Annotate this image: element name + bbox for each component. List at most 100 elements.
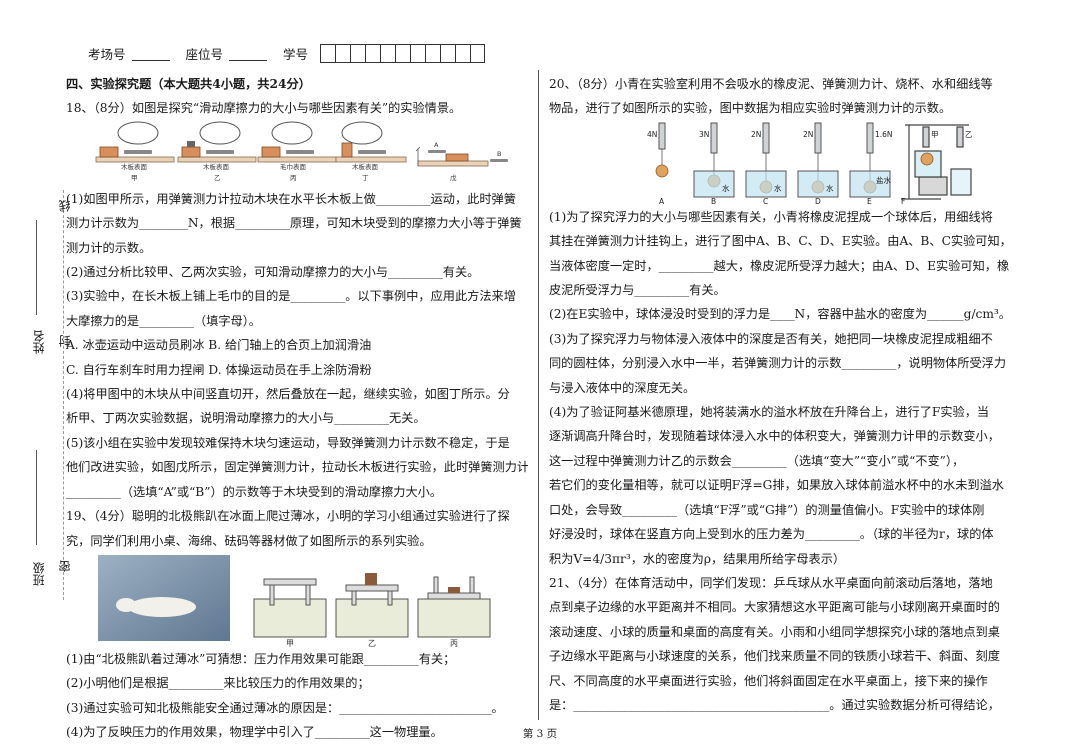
fig18-label-3: 木板表面 (203, 162, 230, 171)
q20-figure: 4N 3N 2N 2N 1.6N 水 水 水 盐水 A B C D E F 甲 (549, 121, 1011, 206)
student-info-header: 考场号 座位号 学号 (88, 44, 486, 63)
fig20-label-C: C (763, 197, 768, 205)
pressure-experiment-diagram: 甲 乙 丙 (98, 554, 491, 648)
fig20-label-D: D (815, 197, 821, 205)
fig18-label-5: 毛巾表面 (280, 162, 307, 171)
q21-line-6: 是：______________________________________… (549, 697, 1000, 712)
fig20-label-A: A (659, 197, 665, 205)
q19-line-2: 究，同学们利用小桌、海绵、砝码等器材做了如图所示的系列实验。 (66, 533, 432, 548)
q20-line-1: 20、（8分）小青在实验室利用不会吸水的橡皮泥、弹簧测力计、烧杯、水和细线等 (549, 77, 993, 91)
q20-question-3: 当液体密度一定时，_________越大，橡皮泥所受浮力越大；由A、D、E实验可… (549, 258, 1010, 273)
q20-question-11: 这一过程中弹簧测力计乙的示数会_________（选填“变大”“变小”或“不变”… (549, 453, 965, 468)
q21-line-5: 尺、不同高度的水平桌面进行实验，他们将斜面固定在水平桌面上，接下来的操作 (549, 673, 988, 688)
seat-blank[interactable] (229, 46, 268, 61)
q18-line-4: (2)通过分析比较甲、乙两次实验，可知滑动摩擦力的大小与_________有关。 (66, 265, 480, 280)
q18-line-12: 他们改进实验，如图戊所示，固定弹簧测力计，拉动长木板进行实验，此时弹簧测力计 (66, 460, 528, 475)
fig19-label-3: 丙 (450, 639, 458, 647)
q18-line-13: _________（选填“A”或“B”）的示数等于木块受到的滑动摩擦力大小。 (66, 484, 443, 499)
q19-line-1: 19、（4分）聪明的北极熊趴在冰面上爬过薄冰，小明的学习小组通过实验进行了探 (66, 509, 510, 524)
q20-question-12: 若它们的变化量相等，就可以证明F浮=G排，如果放入球体前溢水杯中的水未到溢水 (549, 478, 1004, 493)
seat-label: 座位号 (185, 47, 224, 62)
right-column: 20、（8分）小青在实验室利用不会吸水的橡皮泥、弹簧测力计、烧杯、水和细线等 物… (549, 72, 1011, 717)
q19-question-3: (3)通过实验可知北极熊能安全通过薄冰的原因是：________________… (66, 700, 504, 715)
fig18-label-9: 戊 (450, 173, 457, 182)
overflow-cup-apparatus (901, 124, 972, 200)
q21-line-3: 滚动速度、小球的质量和桌面的高度有关。小雨和小组同学想探究小球的落地点到桌 (549, 624, 1000, 639)
exam-room-label: 考场号 (88, 47, 126, 62)
polar-bear-icon (128, 596, 196, 617)
q18-line-6: 大摩擦力的是_________（填字母）。 (66, 313, 261, 328)
fig20-label-B: B (711, 197, 716, 205)
q19-figure: 甲 乙 丙 (66, 553, 528, 648)
fig20-label-E: E (867, 197, 872, 205)
fig20-label-yi: 乙 (965, 130, 973, 139)
weight-icon (448, 586, 460, 593)
fig20-label-water-b: 水 (722, 183, 730, 193)
exam-room-blank[interactable] (131, 46, 170, 61)
q18-line-1: (1)如图甲所示，用弹簧测力计拉动木块在水平长木板上做_________运动，此… (66, 191, 516, 206)
section-title: 四、实验探究题（本大题共4小题，共24分） (66, 77, 311, 91)
q18-line-7: A. 冰壶运动中运动员刷冰 B. 给门轴上的合页上加润滑油 (66, 338, 372, 353)
fig20-label-3N: 3N (699, 130, 709, 139)
fig20-label-water-c: 水 (774, 183, 782, 193)
q18-line-3: 测力计的示数。 (66, 240, 152, 255)
q20-question-7: 同的圆柱体，分别浸入水中一半，若弹簧测力计的示数_________，说明物体所受… (549, 356, 1007, 371)
fig18-label-2: 甲 (131, 174, 138, 182)
q18-line-5: (3)实验中，在长木板上铺上毛巾的目的是_________。以下事例中，应用此方… (66, 289, 516, 304)
fig20-label-water-d: 水 (826, 183, 834, 193)
q19-question-2: (2)小明他们是根据_________来比较压力的作用效果的； (66, 676, 370, 691)
fig20-label-F: F (901, 197, 905, 205)
student-id-grid[interactable] (320, 44, 486, 63)
left-column: 四、实验探究题（本大题共4小题，共24分） 18、（8分）如图是探究“滑动摩擦力… (66, 72, 528, 745)
buoyancy-experiment-diagram: 4N 3N 2N 2N 1.6N 水 水 水 盐水 A B C D E F 甲 (647, 122, 973, 206)
fig18-label-11: B (497, 150, 501, 158)
page-number: 第 3 页 (522, 728, 558, 740)
q18-line-2: 测力计示数为________N，根据_________原理，可知木块受到的摩擦力… (66, 216, 522, 231)
q20-question-5: (2)在E实验中，球体浸没时受到的浮力是____N，容器中盐水的密度为_____… (549, 307, 1011, 322)
fig20-label-4N: 4N (647, 130, 657, 139)
fig20-label-saltwater: 盐水 (876, 175, 891, 185)
fig18-label-10: A (434, 141, 439, 149)
fig20-label-2N-c: 2N (751, 130, 761, 139)
student-id-label: 学号 (283, 47, 309, 62)
fig20-label-jia: 甲 (931, 130, 939, 139)
q18-figure: 木板表面 甲 木板表面 乙 毛巾表面 丙 木板表面 丁 戊 A B (66, 121, 528, 187)
margin-label-name: 姓名 (32, 330, 46, 354)
fig18-label-4: 乙 (214, 174, 221, 182)
seal-line (63, 190, 64, 600)
q20-question-13: 口处，会导致_________（选填“F浮”或“G排”）的测量值偏小。F实验中的… (549, 502, 985, 517)
q21-line-1: 21、（4分）在体育活动中，同学们发现：乒乓球从水平桌面向前滚动后落地，落地 (549, 575, 993, 590)
q20-question-14: 好浸没时，球体在竖直方向上受到水的压力差为_________。（球的半径为r，球… (549, 527, 994, 542)
q19-question-1: (1)由“北极熊趴着过薄冰”可猜想：压力作用效果可能跟_________有关； (66, 651, 456, 666)
q18-line-11: (5)该小组在实验中发现较难保持木块匀速运动，导致弹簧测力计示数不稳定，于是 (66, 435, 510, 450)
fig18-label-6: 丙 (290, 174, 297, 182)
column-divider (538, 70, 539, 720)
q18-line-9: (4)将甲图中的木块从中间竖直切开，然后叠放在一起，继续实验，如图丁所示。分 (66, 387, 510, 402)
q20-question-15: 积为V=4/3πr³，水的密度为ρ，结果用所给字母表示） (549, 551, 846, 566)
q18-line-10: 析甲、丁两次实验数据，说明滑动摩擦力的大小与_________无关。 (66, 411, 426, 426)
q20-question-6: (3)为了探究浮力与物体浸入液体中的深度是否有关，她把同一块橡皮泥捏成粗细不 (549, 331, 993, 346)
q20-question-1: (1)为了探究浮力的大小与哪些因素有关，小青将橡皮泥捏成一个球体后，用细线将 (549, 209, 993, 224)
fig19-label-2: 乙 (368, 639, 376, 647)
friction-experiment-diagram: 木板表面 甲 木板表面 乙 毛巾表面 丙 木板表面 丁 戊 A B (95, 121, 508, 182)
q20-question-9: (4)为了验证阿基米德原理，她将装满水的溢水杯放在升降台上，进行了F实验，当 (549, 405, 990, 420)
weight-icon (365, 572, 377, 585)
fig18-label-8: 丁 (362, 174, 369, 182)
fig18-label-1: 木板表面 (121, 162, 148, 171)
fig18-label-7: 木板表面 (352, 162, 379, 171)
q20-question-10: 逐渐调高升降台时，发现随着球体浸入水中的体积变大，弹簧测力计甲的示数变小， (549, 429, 1000, 444)
q18-line-8: C. 自行车刹车时用力捏闸 D. 体操运动员在手上涂防滑粉 (66, 362, 372, 377)
q19-question-4: (4)为了反映压力的作用效果，物理学中引入了_________这一物理量。 (66, 725, 443, 740)
name-blank-line[interactable] (36, 220, 37, 315)
q21-line-2: 点到桌子边缘的水平距离并不相同。大家猜想这水平距离可能与小球刚离开桌面时的 (549, 600, 1000, 615)
q20-question-2: 其挂在弹簧测力计挂钩上，进行了图中A、B、C、D、E实验。由A、B、C实验可知， (549, 234, 1011, 249)
q20-question-4: 皮泥所受浮力与_________有关。 (549, 283, 726, 298)
class-blank-line[interactable] (36, 450, 37, 545)
fig20-label-2N-d: 2N (803, 130, 813, 139)
margin-label-class: 班级 (32, 562, 46, 586)
binding-margin: 线 封 密 姓名 班级 (26, 190, 72, 610)
fig20-label-1.6N: 1.6N (875, 130, 893, 139)
q21-line-4: 子边缘水平距离与小球速度的关系，他们找来质量不同的铁质小球若干、斜面、刻度 (549, 649, 1000, 664)
q20-question-8: 与浸入液体中的深度无关。 (549, 380, 696, 395)
